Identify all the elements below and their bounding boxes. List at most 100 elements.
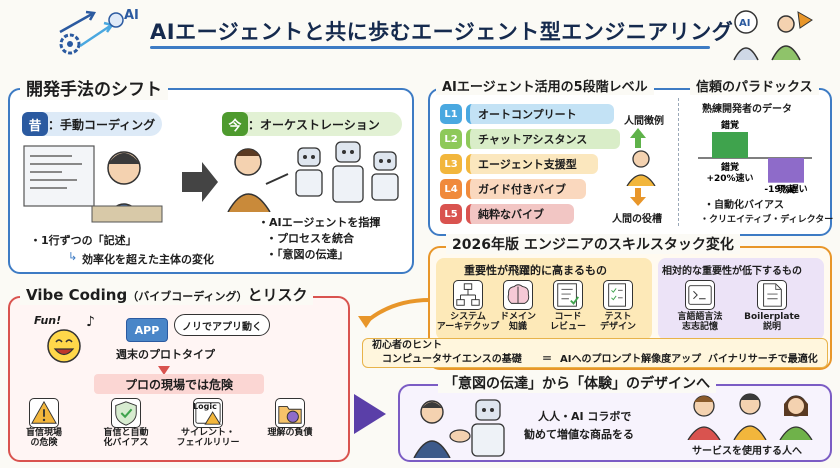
rising-item-label: システムアーキテクップ	[428, 312, 508, 333]
logic-warning-icon	[193, 398, 223, 428]
now-badge-text: 今	[228, 118, 242, 134]
label-line: サイレント・	[180, 428, 235, 438]
past-label: ：手動コーディング	[48, 118, 156, 132]
paradox-title: 信頼のパラドックス	[690, 76, 819, 95]
level-label: チャットアシスタンス	[478, 133, 588, 146]
label-line: システム	[450, 312, 486, 322]
shield-check-icon	[111, 398, 141, 428]
now-bullet-2: ・プロセスを統合	[266, 232, 354, 245]
collab-line-1: 人人・AI コラボで	[538, 410, 632, 423]
chart-category-label: 錯覚	[721, 119, 739, 131]
rising-item-label: ドメイン知識	[478, 312, 558, 333]
past-sub: 効率化を超えた主体の変化	[82, 253, 214, 266]
label-line: コード	[554, 312, 582, 322]
label-line: Boilerplate	[744, 312, 800, 322]
level-label: 純粋なバイブ	[478, 208, 544, 221]
level-badge-l1: L1	[440, 104, 462, 124]
level-badge-l5: L5	[440, 204, 462, 224]
tip-sep: ＝	[542, 354, 552, 365]
now-bullet-1: ・AIエージェントを指揮	[258, 216, 381, 229]
svg-text:AI: AI	[739, 18, 750, 29]
risk-item-label: 理解の負債	[250, 428, 330, 438]
test-design-icon	[603, 280, 633, 310]
levels-panel	[428, 88, 832, 236]
bubble-text: ノリでアプリ動く	[182, 321, 262, 333]
now-illustration	[226, 140, 406, 213]
risk-item-label: サイレント・フェイルリリー	[168, 428, 248, 449]
paradox-bullet-2: ・クリエイティブ・ディレクター	[700, 215, 834, 225]
label-line: 盲信現場	[25, 428, 62, 438]
page-title: AIエージェントと共に歩むエージェント型エンジニアリング	[150, 20, 734, 44]
label-line: ドメイン	[499, 312, 536, 322]
smiley-icon	[46, 328, 82, 364]
code-review-icon	[553, 280, 583, 310]
falling-title: 相対的な重要性が低下するもの	[662, 266, 802, 277]
skills-curve-arrow-icon	[352, 296, 432, 332]
risk-item-label: 盲信と自動化バイアス	[86, 428, 166, 449]
level-label: オートコンプリート	[478, 108, 577, 121]
past-badge: 昔	[22, 112, 48, 136]
tip-item-1: コンピュータサイエンスの基礎	[382, 354, 522, 365]
level-pill-l3: エージェント支援型	[466, 154, 598, 174]
users-label: サービスを使用する人へ	[692, 446, 802, 457]
level-pill-l1: オートコンプリート	[466, 104, 614, 124]
chart-category-label: 現実	[777, 184, 795, 194]
gear-arrow-icon	[59, 10, 124, 55]
falling-item-label: 言語語言法志志記憶	[660, 312, 740, 333]
chart-data-label: +20%速い	[706, 172, 753, 184]
level-badge-l3: L3	[440, 154, 462, 174]
levels-bottom-label: 人間の役槽	[612, 214, 662, 225]
skills-title: 2026年版 エンジニアのスキルスタック変化	[446, 234, 740, 254]
bubble: ノリでアプリ動く	[174, 314, 270, 336]
chart-bar-1	[712, 132, 748, 158]
label-line: フェイルリリー	[176, 438, 240, 449]
level-pill-l4: ガイド付きバイブ	[466, 179, 586, 199]
play-arrow-icon	[352, 392, 388, 436]
vibe-title-paren: （バイブコーディング）	[127, 290, 248, 303]
fun-label: Fun!	[34, 314, 62, 327]
label-line: テスト	[604, 312, 632, 322]
now-badge: 今	[222, 112, 248, 136]
label-line: 盲信と自動	[103, 428, 149, 438]
tip-item-3: バイナリサーチで最適化	[708, 354, 818, 365]
app-window: APP	[126, 318, 168, 342]
now-header	[222, 112, 402, 136]
hierarchy-icon	[453, 280, 483, 310]
level-pill-l5: 純粋なバイブ	[466, 204, 574, 224]
down-arrow-icon	[156, 361, 172, 375]
vibe-title-main: Vibe Coding	[26, 286, 128, 304]
vibe-title: Vibe Coding（バイブコーディング）とリスク	[20, 284, 314, 305]
label-line: レビュー	[549, 322, 586, 333]
collab-line-2: 勧めて増値な商品をる	[524, 428, 634, 441]
past-badge-text: 昔	[28, 118, 42, 134]
tip-box	[362, 338, 828, 368]
users-illustration	[680, 390, 820, 441]
shift-title: 開発手法のシフト	[20, 75, 168, 100]
level-badge-l2: L2	[440, 129, 462, 149]
level-label: エージェント支援型	[478, 158, 577, 171]
levels-divider	[678, 98, 679, 226]
danger-text: プロの現場では危険	[124, 377, 233, 392]
danger-banner: プロの現場では危険	[94, 374, 264, 394]
now-label: ：オーケストレーション	[248, 118, 380, 132]
tip-item-2: AIへのプロンプト解像度アップ	[560, 354, 702, 365]
music-note-icon: ♪	[86, 314, 95, 330]
chart-data-label: 錯覚	[721, 161, 739, 173]
past-sub-arrow: ↳	[68, 250, 78, 263]
tip-title: 初心者のヒント	[372, 340, 442, 351]
rising-item-label: コードレビュー	[528, 312, 608, 333]
design-title: 「意図の伝達」から「体験」のデザインへ	[438, 373, 716, 393]
rising-item-label: テストデザイン	[578, 312, 658, 333]
header-robot-person-icon: AI	[728, 6, 818, 62]
terminal-icon	[685, 280, 715, 310]
past-illustration	[22, 142, 172, 226]
header-ai-label: AI	[124, 8, 139, 23]
rising-title: 重要性が飛躍的に高まるもの	[464, 264, 607, 277]
shift-arrow-icon	[180, 160, 220, 204]
chart-bar-2	[768, 158, 804, 183]
vibe-title-tail: とリスク	[247, 286, 308, 304]
levels-up-arrow-icon	[628, 126, 648, 150]
logic-text: Logic	[193, 402, 217, 411]
